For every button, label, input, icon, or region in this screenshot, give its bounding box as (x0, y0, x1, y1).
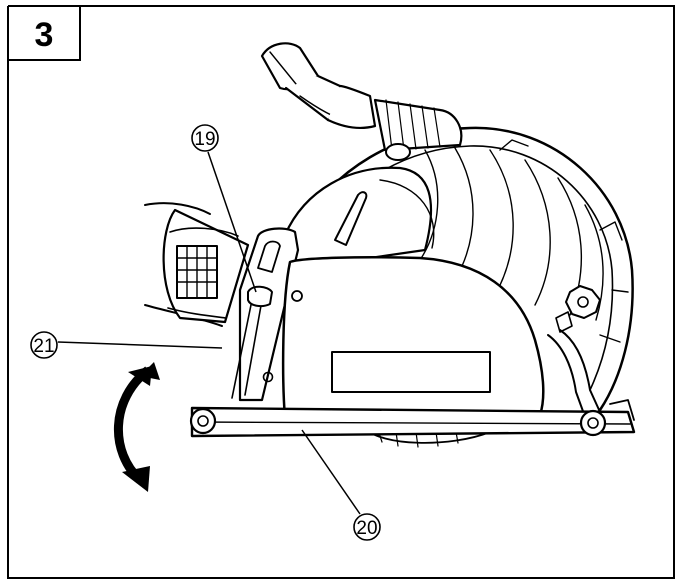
figure-number: 3 (35, 16, 54, 54)
label-plate (331, 351, 491, 393)
adjustment-knob (547, 285, 601, 415)
motor-housing (144, 202, 250, 327)
depth-guide-plate (231, 227, 300, 402)
callout-19-label: 19 (194, 129, 215, 150)
cutter-drawing (144, 42, 636, 448)
callout-21: 21 (30, 331, 223, 359)
curved-double-arrow-icon (114, 362, 160, 492)
side-housing (283, 166, 435, 270)
callout-20: 20 (301, 429, 381, 541)
callout-21-label: 21 (33, 336, 54, 357)
figure-frame (7, 5, 675, 579)
base-plate (189, 399, 636, 438)
dust-hose (260, 42, 463, 161)
callout-19: 19 (191, 124, 257, 293)
callout-20-label: 20 (356, 518, 377, 539)
front-cover (232, 255, 545, 422)
